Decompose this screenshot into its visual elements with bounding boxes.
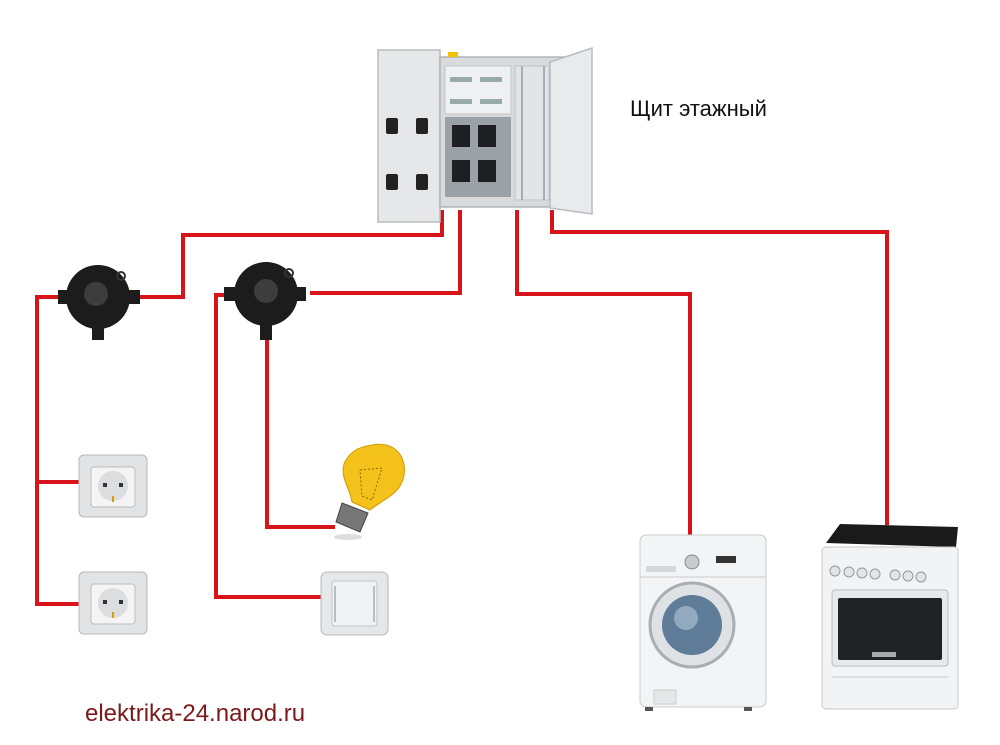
panel-breaker <box>450 77 472 82</box>
panel-meter <box>478 160 496 182</box>
panel-breaker <box>450 99 472 104</box>
panel-meter <box>452 125 470 147</box>
display <box>716 556 736 563</box>
panel-window <box>386 118 398 134</box>
program-dial <box>684 554 700 570</box>
wire-panel-to-stove <box>550 210 889 525</box>
wire-panel-to-junction-1 <box>140 210 444 299</box>
junction-box-1 <box>58 265 140 340</box>
light-bulb <box>334 443 405 540</box>
panel-window <box>416 174 428 190</box>
wire-panel-to-washing-machine <box>515 210 692 535</box>
stove-cooktop <box>826 524 958 547</box>
socket-1 <box>78 454 148 518</box>
panel-breaker-section <box>444 65 512 115</box>
oven-window <box>838 598 942 660</box>
panel-window <box>386 174 398 190</box>
panel-window <box>416 118 428 134</box>
panel-breaker <box>480 99 502 104</box>
wire-junction-2-to-bulb <box>265 340 335 529</box>
floor-panel <box>377 46 593 223</box>
panel-label-tag <box>448 52 458 57</box>
wire-panel-to-junction-2 <box>310 210 462 295</box>
light-switch <box>320 571 389 636</box>
wires <box>35 210 889 606</box>
panel-meter <box>452 160 470 182</box>
junction-box-2 <box>224 262 306 340</box>
wire-junction-1-to-sockets <box>35 295 80 606</box>
panel-left-door <box>377 49 441 223</box>
washing-machine <box>639 534 767 711</box>
socket-2 <box>78 571 148 635</box>
panel-right-door <box>549 46 593 215</box>
wire-junction-2-to-switch <box>214 293 322 599</box>
detergent-drawer <box>646 566 676 572</box>
footer-website: elektrika-24.narod.ru <box>85 700 306 727</box>
panel-label: Щит этажный <box>630 96 767 121</box>
panel-meter <box>478 125 496 147</box>
electric-stove <box>821 524 959 710</box>
panel-breaker <box>480 77 502 82</box>
